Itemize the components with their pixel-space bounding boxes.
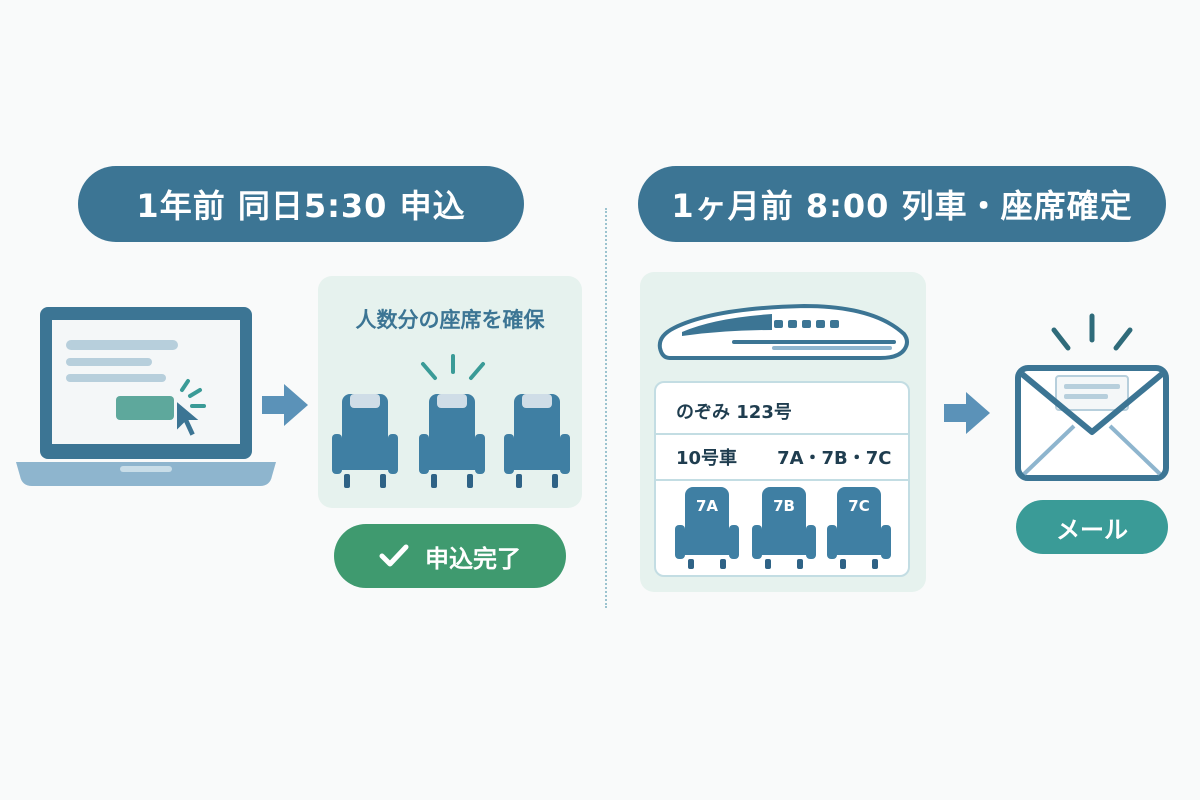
train-name: のぞみ 123号 [676,402,792,423]
mail-envelope-icon [1015,313,1169,481]
left-header: 1年前 同日5:30 申込 [78,166,524,242]
right-header: 1ヶ月前 8:00 列車・座席確定 [638,166,1166,242]
center-divider [605,208,607,608]
mail-badge: メール [1016,500,1168,554]
laptop-icon [16,307,276,486]
seat-label: 7B [773,497,795,515]
panel-title: 人数分の座席を確保 [355,308,545,332]
arrow-right-icon [944,392,990,434]
seat-icon [827,487,891,569]
shinkansen-train-icon [657,303,909,360]
seat-7b: 7B [751,485,817,571]
info-divider [656,479,908,481]
car-number: 10号車 [676,448,738,469]
seat-icon [675,487,739,569]
seat-icon [504,394,570,488]
info-divider [656,433,908,435]
seat-icon [752,487,816,569]
seat-label: 7A [695,497,719,515]
highlight-rays-icon [421,354,485,380]
seat-icon [419,394,485,488]
seat-7c: 7C [826,485,892,571]
seat-icon [332,394,398,488]
application-complete-badge: 申込完了 [334,524,566,588]
seat-7a: 7A [674,485,740,571]
car-seat-row: 10号車 7A・7B・7C [656,435,908,479]
arrow-right-icon [262,384,308,426]
done-label: 申込完了 [425,544,521,573]
seat-label: 7C [848,497,870,515]
seat-numbers: 7A・7B・7C [777,448,892,469]
checkmark-icon [379,544,409,567]
